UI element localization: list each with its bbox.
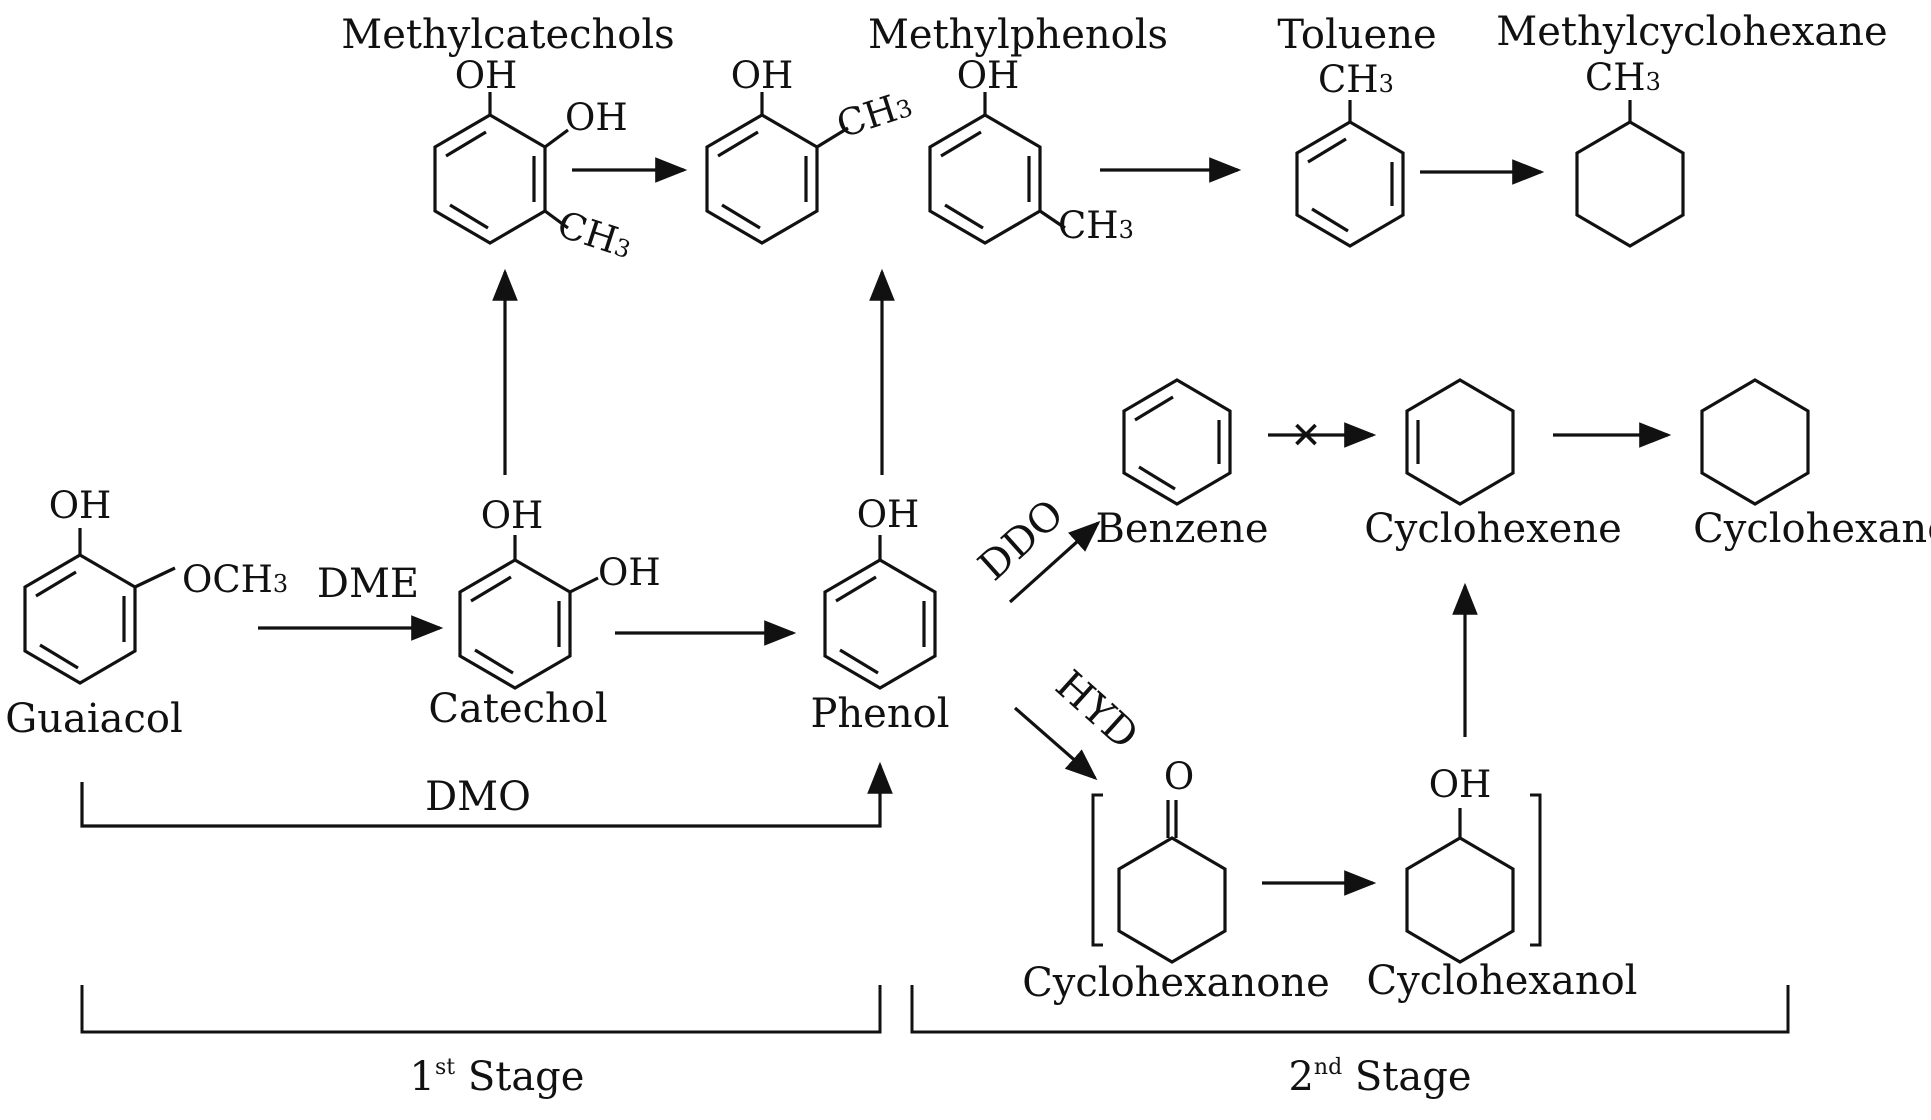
benzene-ring bbox=[1122, 378, 1232, 506]
o-methylphenol-oh-label: OH bbox=[731, 54, 794, 97]
second-stage-label: 2nd Stage bbox=[1288, 1054, 1471, 1100]
catechol-oh2-bond bbox=[569, 576, 599, 594]
methylcatechol-oh2-label: OH bbox=[565, 96, 628, 139]
first-stage-word: Stage bbox=[468, 1054, 585, 1100]
methylcatechol-oh2-bond bbox=[544, 128, 569, 149]
cyclohexene-label: Cyclohexene bbox=[1364, 506, 1622, 552]
m-methylphenol-ch3-bond bbox=[1039, 209, 1066, 230]
catechol-label: Catechol bbox=[428, 686, 607, 732]
m-methylphenol-ch3-subscript: 3 bbox=[1119, 216, 1134, 244]
cyclohexanol-oh-label: OH bbox=[1429, 763, 1492, 806]
m-methylphenol-oh-label: OH bbox=[957, 54, 1020, 97]
cyclohexene-ring bbox=[1405, 378, 1515, 506]
hyd-arrow bbox=[1013, 706, 1098, 781]
cyclohexane-ring bbox=[1700, 378, 1810, 506]
toluene-label: Toluene bbox=[1277, 12, 1436, 58]
cyclohexane-label: Cyclohexane bbox=[1693, 506, 1931, 552]
first-stage-number: 1 bbox=[410, 1054, 435, 1100]
phenol-label: Phenol bbox=[811, 691, 950, 737]
o-methylphenol-ch3-text: CH bbox=[831, 87, 902, 147]
toluene-ch3-text: CH bbox=[1318, 58, 1379, 101]
cyclohexanol-label: Cyclohexanol bbox=[1367, 958, 1638, 1004]
toluene-ch3-subscript: 3 bbox=[1379, 70, 1394, 98]
catechol-ring bbox=[458, 558, 572, 690]
methylcyclohexane-ch3-subscript: 3 bbox=[1646, 68, 1661, 96]
methylcatechol-ring bbox=[433, 113, 547, 245]
dmo-pathway-label: DMO bbox=[425, 774, 531, 820]
second-stage-superscript: nd bbox=[1314, 1055, 1342, 1080]
dme-pathway-label: DME bbox=[317, 561, 419, 607]
dmo-arrow bbox=[80, 761, 893, 828]
cyclohexanone-ring bbox=[1117, 836, 1227, 964]
guaiacol-oh-label: OH bbox=[49, 484, 112, 527]
guaiacol-och3-label: OCH3 bbox=[182, 558, 288, 601]
hyd-pathway-label: HYD bbox=[1047, 662, 1147, 759]
methylcatechol-oh1-label: OH bbox=[455, 54, 518, 97]
catechol-oh2-label: OH bbox=[598, 551, 661, 594]
methylphenols-label: Methylphenols bbox=[868, 12, 1168, 58]
second-stage-word: Stage bbox=[1355, 1054, 1472, 1100]
first-stage-label: 1st Stage bbox=[410, 1054, 585, 1100]
guaiacol-och3-text: OCH bbox=[182, 558, 273, 601]
o-methylphenol-ch3-bond bbox=[816, 126, 849, 149]
second-stage-number: 2 bbox=[1288, 1054, 1313, 1100]
catechol-oh1-label: OH bbox=[481, 494, 544, 537]
hyd-left-bracket bbox=[1091, 793, 1103, 947]
ddo-pathway-label: DDO bbox=[970, 491, 1073, 590]
toluene-ring bbox=[1295, 120, 1405, 248]
m-methylphenol-ch3-text: CH bbox=[1058, 204, 1119, 247]
guaiacol-och3-bond bbox=[134, 566, 176, 589]
phenol-ring bbox=[823, 558, 937, 690]
first-stage-bracket bbox=[80, 985, 882, 1034]
methylcatechols-label: Methylcatechols bbox=[341, 12, 674, 58]
methylcyclohexane-ch3-text: CH bbox=[1585, 56, 1646, 99]
o-methylphenol-ch3-label: CH3 bbox=[831, 82, 916, 146]
second-stage-bracket bbox=[910, 985, 1790, 1034]
guaiacol-och3-subscript: 3 bbox=[273, 570, 288, 598]
blocked-reaction-marker: ✕ bbox=[1290, 414, 1321, 457]
benzene-label: Benzene bbox=[1095, 506, 1268, 552]
methylcyclohexane-label: Methylcyclohexane bbox=[1496, 9, 1887, 55]
guaiacol-ring bbox=[23, 553, 137, 685]
methylcatechol-ch3-bond bbox=[544, 209, 569, 230]
methylcyclohexane-ring bbox=[1575, 120, 1685, 248]
m-methylphenol-ring bbox=[928, 113, 1042, 245]
cyclohexanone-label: Cyclohexanone bbox=[1022, 960, 1330, 1006]
methylcatechol-ch3-label: CH3 bbox=[552, 203, 637, 267]
guaiacol-label: Guaiacol bbox=[5, 696, 182, 742]
first-stage-superscript: st bbox=[435, 1055, 455, 1080]
phenol-oh-label: OH bbox=[857, 493, 920, 536]
cyclohexanone-o-label: O bbox=[1164, 755, 1194, 798]
o-methylphenol-ring bbox=[705, 113, 819, 245]
toluene-ch3-label: CH3 bbox=[1318, 58, 1394, 101]
first-stage-gap bbox=[455, 1054, 468, 1100]
m-methylphenol-ch3-label: CH3 bbox=[1058, 204, 1134, 247]
cyclohexanol-ring bbox=[1405, 836, 1515, 964]
ddo-arrow bbox=[1008, 520, 1101, 604]
second-stage-gap bbox=[1342, 1054, 1355, 1100]
methylcyclohexane-ch3-label: CH3 bbox=[1585, 56, 1661, 99]
hyd-right-bracket bbox=[1530, 793, 1542, 947]
